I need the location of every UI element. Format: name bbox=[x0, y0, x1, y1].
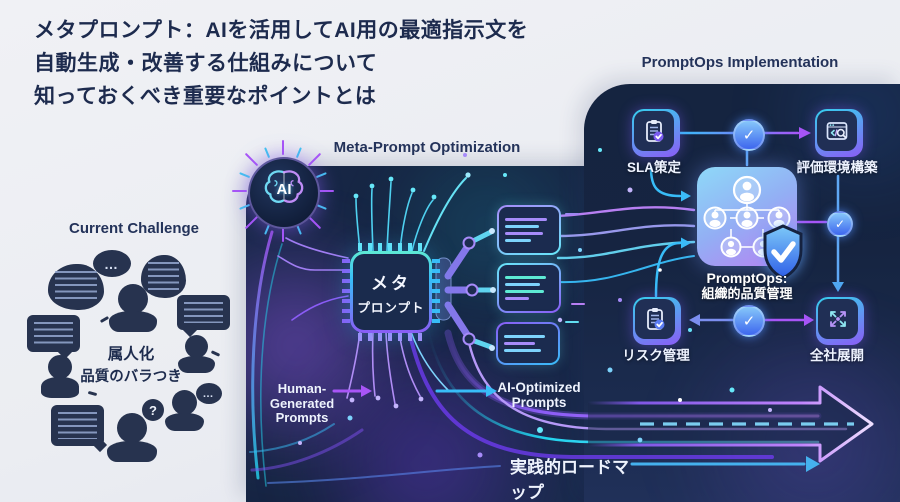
text-line bbox=[505, 239, 532, 242]
caption-line-2: 品質のバラつき bbox=[80, 369, 182, 385]
scribble-text bbox=[148, 262, 179, 291]
label-line: Prompts bbox=[511, 395, 567, 410]
clipboard-check-icon bbox=[646, 120, 664, 142]
text-line bbox=[505, 232, 544, 235]
accent-mark bbox=[99, 315, 110, 324]
deploy-node bbox=[816, 297, 864, 345]
eval-label: 評価環境構築 bbox=[796, 160, 878, 175]
prompt-card-content bbox=[499, 207, 559, 253]
sla-node-core bbox=[634, 111, 674, 151]
person-silhouette bbox=[165, 413, 204, 431]
person-silhouette bbox=[107, 441, 157, 462]
person-silhouette bbox=[178, 356, 215, 373]
chip-core: メタ プロンプト bbox=[353, 254, 429, 330]
eval-node bbox=[815, 109, 863, 157]
prompt-card-content bbox=[499, 265, 559, 311]
label-line: Human- bbox=[277, 381, 327, 396]
ai-brain-badge: AI bbox=[248, 157, 320, 229]
text-line bbox=[504, 349, 542, 352]
chip-pins-bottom bbox=[358, 333, 424, 341]
scribble-text bbox=[58, 412, 97, 439]
label-line: AI-Optimized bbox=[497, 380, 581, 395]
text-line bbox=[505, 297, 529, 300]
text-line bbox=[505, 290, 545, 293]
chip-pins-top bbox=[358, 243, 424, 251]
eval-node-core bbox=[817, 111, 857, 151]
chip-pins-right bbox=[432, 259, 440, 325]
person-silhouette bbox=[48, 355, 72, 379]
check-circle: ✓ bbox=[827, 211, 853, 237]
text-line bbox=[505, 218, 548, 221]
text-line bbox=[505, 225, 539, 228]
shield-check-badge bbox=[763, 224, 803, 280]
person-silhouette bbox=[41, 377, 79, 398]
person-silhouette bbox=[185, 335, 208, 358]
title-line-1: メタプロンプト：AIを活用してAI用の最適指示文を bbox=[34, 19, 529, 42]
roadmap-label: 実践的ロードマップ bbox=[510, 458, 629, 502]
org-chart-icon bbox=[703, 175, 791, 258]
deploy-node-core bbox=[818, 299, 858, 339]
challenge-heading: Current Challenge bbox=[68, 220, 200, 237]
person-silhouette bbox=[117, 413, 147, 443]
person-silhouette bbox=[172, 390, 197, 415]
title-line-3: 知っておくべき重要なポイントとは bbox=[34, 85, 377, 108]
org-label-line-1: PromptOps: bbox=[706, 270, 788, 286]
code-search-window-icon bbox=[826, 122, 848, 140]
chip-label-line-2: プロンプト bbox=[357, 300, 425, 315]
org-label-line-2: 組織的品質管理 bbox=[701, 286, 793, 301]
chip-label-line-1: メタ bbox=[371, 273, 411, 293]
ai-label: AI bbox=[276, 181, 292, 198]
check-circle: ✓ bbox=[733, 305, 765, 337]
clipboard-check-icon bbox=[647, 308, 665, 330]
org-card-label: PromptOps: 組織的品質管理 bbox=[662, 270, 832, 302]
chip-pins-left bbox=[342, 259, 350, 325]
ai-prompts-label: AI-Optimized Prompts bbox=[493, 380, 585, 410]
person-silhouette bbox=[118, 284, 148, 314]
risk-label: リスク管理 bbox=[622, 348, 690, 363]
scribble-text bbox=[55, 271, 97, 303]
accent-mark bbox=[210, 350, 221, 357]
scribble-text bbox=[184, 302, 223, 323]
meta-heading: Meta-Prompt Optimization bbox=[333, 139, 521, 156]
speech-bubble bbox=[51, 405, 104, 446]
label-line: Generated bbox=[269, 395, 335, 411]
brain-icon bbox=[264, 170, 304, 203]
text-line bbox=[505, 276, 546, 279]
check-circle: ✓ bbox=[733, 119, 765, 151]
text-line bbox=[504, 342, 535, 345]
speech-bubble bbox=[141, 255, 186, 298]
page-title: メタプロンプト：AIを活用してAI用の最適指示文を 自動生成・改善する仕組みにつ… bbox=[34, 14, 528, 113]
text-line bbox=[504, 335, 546, 338]
speech-bubble bbox=[27, 315, 80, 352]
deploy-label: 全社展開 bbox=[810, 348, 864, 363]
risk-node-core bbox=[635, 299, 675, 339]
scribble-text bbox=[34, 322, 73, 345]
prompt-card bbox=[497, 263, 561, 313]
accent-mark bbox=[87, 390, 98, 397]
speech-bubble bbox=[177, 295, 230, 330]
prompt-card bbox=[497, 205, 561, 255]
text-line bbox=[505, 283, 540, 286]
expand-arrows-icon bbox=[830, 311, 846, 327]
meta-prompt-chip: メタ プロンプト bbox=[350, 251, 432, 333]
caption-line-1: 属人化 bbox=[107, 346, 155, 363]
challenge-caption: 属人化 品質のバラつき bbox=[51, 342, 211, 386]
risk-node bbox=[633, 297, 681, 345]
human-prompts-label: Human- Generated Prompts bbox=[256, 381, 348, 426]
thought-dots-bubble: … bbox=[196, 383, 222, 404]
prompt-card bbox=[496, 322, 560, 365]
label-line: Prompts bbox=[275, 410, 329, 425]
prompt-card-content bbox=[498, 324, 558, 363]
question-mark-badge: ? bbox=[142, 399, 164, 421]
promptops-heading: PromptOps Implementation bbox=[641, 54, 839, 71]
speech-bubble bbox=[48, 264, 104, 310]
thought-dots-bubble: … bbox=[93, 250, 131, 277]
sla-label: SLA策定 bbox=[627, 160, 681, 175]
person-silhouette bbox=[109, 311, 157, 332]
title-line-2: 自動生成・改善する仕組みについて bbox=[34, 52, 378, 75]
sla-node bbox=[632, 109, 680, 157]
